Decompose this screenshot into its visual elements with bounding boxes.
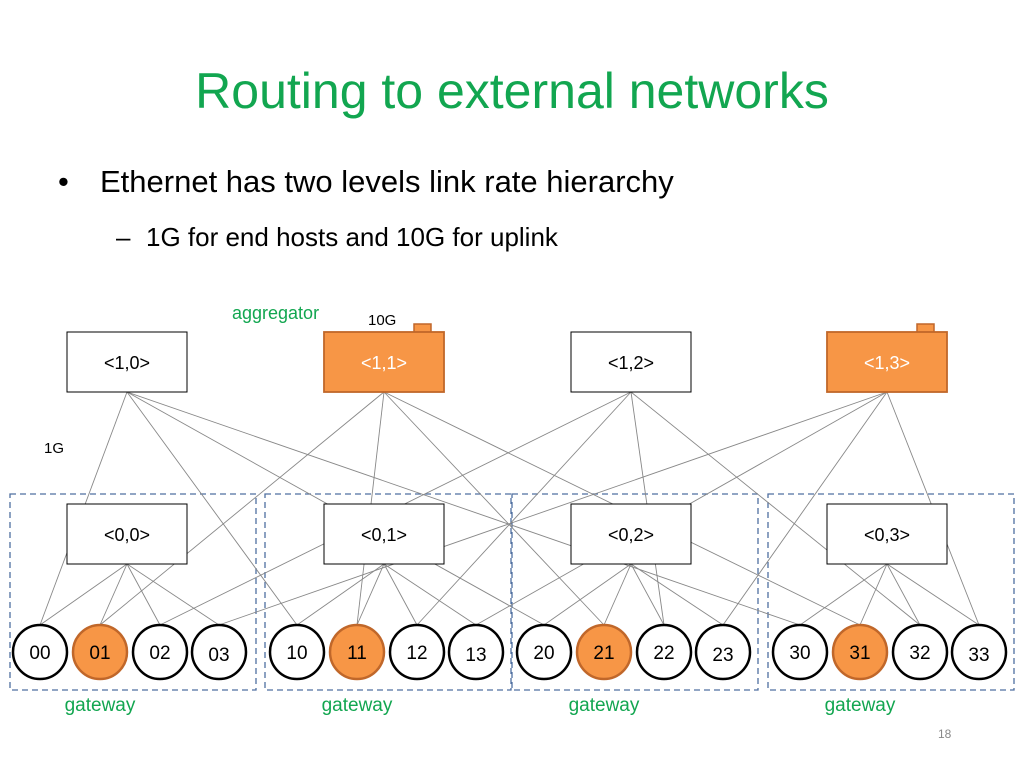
host-21 (575, 623, 633, 681)
host-label-11: 11 (347, 643, 367, 664)
level1-switch-label-1: <1,1> (361, 353, 407, 373)
host-33 (950, 623, 1008, 681)
host-00 (11, 623, 69, 681)
host-12 (388, 623, 446, 681)
host-10 (268, 623, 326, 681)
level1-switch-2 (570, 331, 692, 393)
host-label-01: 01 (89, 643, 110, 664)
link-l1-3-host-11 (722, 391, 888, 626)
host-30 (771, 623, 829, 681)
host-label-31: 31 (849, 643, 870, 664)
link-l0-3-host-13 (859, 563, 888, 626)
level0-switch-1 (323, 503, 445, 565)
level0-switch-0 (66, 503, 188, 565)
host-32 (891, 623, 949, 681)
level1-switch-label-0: <1,0> (104, 353, 150, 373)
level0-switch-label-1: <0,1> (361, 525, 407, 545)
host-02 (131, 623, 189, 681)
host-label-22: 22 (653, 643, 674, 664)
gateway-label-2: gateway (569, 695, 640, 716)
host-22 (635, 623, 693, 681)
host-label-10: 10 (286, 643, 307, 664)
link-l0-2-host-8 (543, 563, 632, 626)
link-l0-0-host-0 (39, 563, 128, 626)
slide-title: Routing to external networks (195, 63, 829, 119)
host-label-33: 33 (968, 645, 989, 666)
link-l0-1-host-7 (383, 563, 477, 626)
host-23 (694, 623, 752, 681)
host-rate-label: 1G (44, 440, 64, 457)
link-l0-3-host-15 (886, 563, 980, 626)
level1-switch-3 (826, 331, 948, 393)
group-box-0 (9, 493, 257, 691)
level0-switch-label-0: <0,0> (104, 525, 150, 545)
link-l0-2-host-9 (603, 563, 632, 626)
link-l0-0-host-1 (99, 563, 128, 626)
host-03 (190, 623, 248, 681)
host-label-30: 30 (789, 643, 810, 664)
level1-switch-0 (66, 331, 188, 393)
level1-switch-1 (323, 331, 445, 393)
bullet-main: • Ethernet has two levels link rate hiera… (58, 164, 674, 200)
level0-switch-3 (826, 503, 948, 565)
link-l0-1-host-5 (356, 563, 385, 626)
gateway-label-3: gateway (825, 695, 896, 716)
page-number: 18 (938, 727, 952, 741)
host-label-00: 00 (29, 643, 50, 664)
link-l0-1-host-4 (296, 563, 385, 626)
level0-switch-label-3: <0,3> (864, 525, 910, 545)
group-box-2 (511, 493, 759, 691)
bullet-sub: –1G for end hosts and 10G for uplink (116, 222, 558, 253)
link-l1-2-host-6 (416, 391, 632, 626)
link-l0-3-host-14 (886, 563, 921, 626)
level0-switch-label-2: <0,2> (608, 525, 654, 545)
host-01 (71, 623, 129, 681)
host-label-13: 13 (465, 645, 486, 666)
level0-switch-2 (570, 503, 692, 565)
level1-switch-label-2: <1,2> (608, 353, 654, 373)
link-l1-0-host-12 (126, 391, 801, 626)
bullet-dot-icon: • (58, 164, 69, 199)
host-label-32: 32 (909, 643, 930, 664)
link-l0-0-host-2 (126, 563, 161, 626)
gateway-label-1: gateway (322, 695, 393, 716)
host-label-20: 20 (533, 643, 554, 664)
link-l0-3-host-12 (799, 563, 888, 626)
host-13 (447, 623, 505, 681)
bullet-dash-icon: – (116, 222, 131, 252)
host-label-23: 23 (712, 645, 733, 666)
host-label-03: 03 (208, 645, 229, 666)
group-box-3 (767, 493, 1015, 691)
link-l1-2-host-14 (630, 391, 921, 626)
bullet-sub-text: 1G for end hosts and 10G for uplink (146, 222, 558, 252)
link-l0-0-host-3 (126, 563, 220, 626)
host-label-21: 21 (593, 643, 614, 664)
host-label-02: 02 (149, 643, 170, 664)
link-l0-2-host-10 (630, 563, 665, 626)
link-l1-1-host-9 (383, 391, 605, 626)
level1-switch-label-3: <1,3> (864, 353, 910, 373)
uplink-rate-label: 10G (368, 312, 396, 329)
aggregator-label: aggregator (232, 303, 319, 323)
host-31 (831, 623, 889, 681)
link-l0-2-host-11 (630, 563, 724, 626)
bullet-main-text: Ethernet has two levels link rate hierar… (100, 164, 674, 199)
group-box-1 (264, 493, 512, 691)
host-label-12: 12 (406, 643, 427, 664)
link-l1-3-host-3 (218, 391, 888, 626)
link-l1-1-host-1 (99, 391, 385, 626)
gateway-label-0: gateway (65, 695, 136, 716)
link-l1-0-host-4 (126, 391, 298, 626)
host-11 (328, 623, 386, 681)
host-20 (515, 623, 573, 681)
link-l0-1-host-6 (383, 563, 418, 626)
